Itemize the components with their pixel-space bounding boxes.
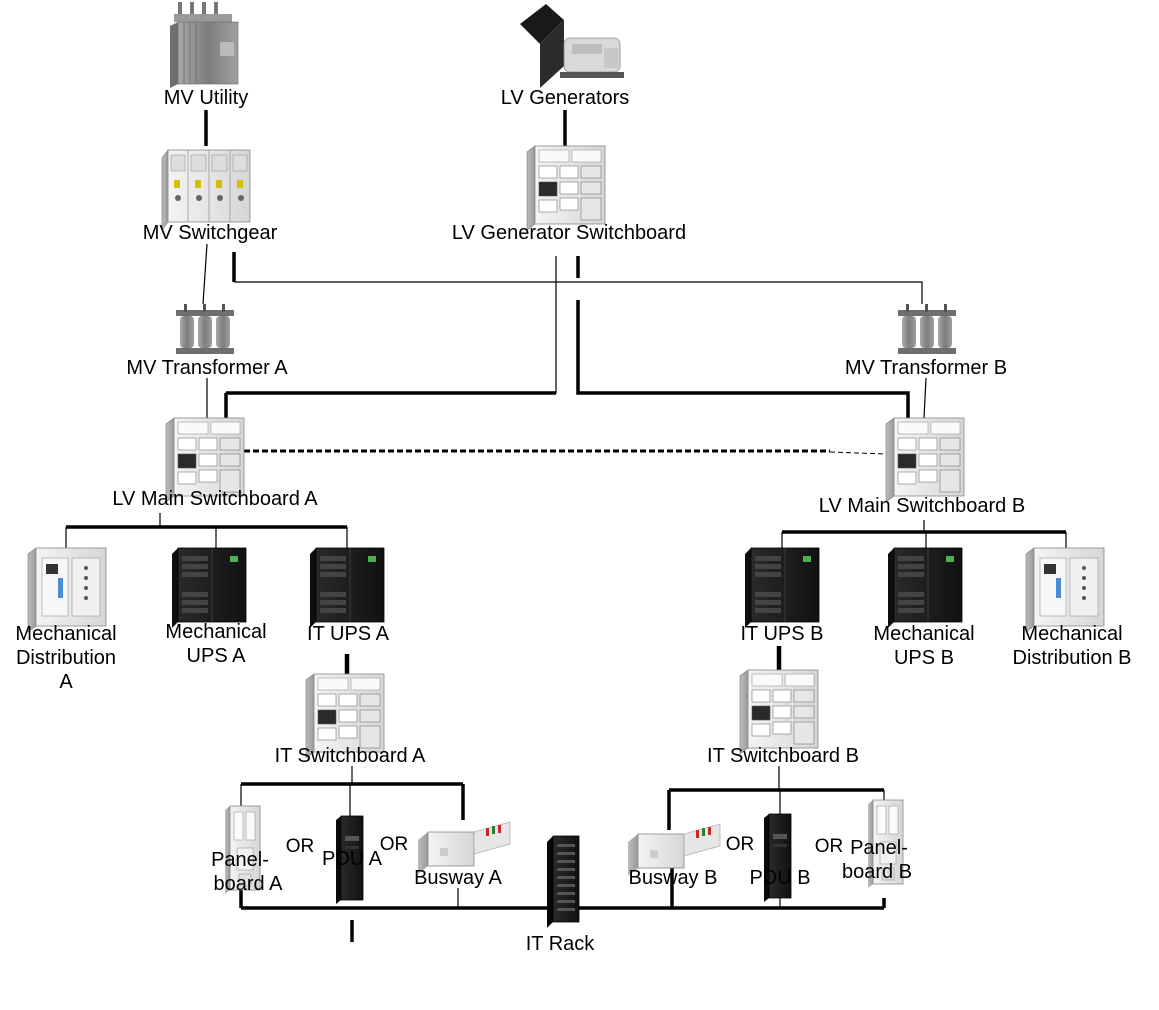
busway-a-node: Busway A [414, 821, 511, 889]
lv-main-switchboard-a-node: LV Main Switchboard A [112, 417, 318, 510]
busway-b-label: Busway B [629, 867, 718, 889]
ups-icon [744, 547, 820, 629]
switchboard-icon [739, 669, 819, 755]
it-rack-label: IT Rack [526, 933, 596, 955]
pdu-b-label: PDU B [749, 867, 810, 889]
mechanical-ups-a-line-2: UPS A [187, 645, 247, 667]
ups-icon [887, 547, 963, 629]
mechanical-ups-b-line-1: Mechanical [873, 623, 974, 645]
wire-transformer-b-main-b [923, 377, 927, 419]
mv-transformer-a-node: MV Transformer A [126, 304, 288, 379]
mv-utility-node: MV Utility [164, 1, 248, 109]
switchboard-icon [526, 145, 606, 231]
wire-ring-transformer-b [234, 281, 923, 304]
panelboard-b-line-2: board B [842, 861, 912, 883]
it-ups-b-node: IT UPS B [741, 547, 824, 645]
it-ups-b-label: IT UPS B [741, 623, 824, 645]
mv-switchgear-node: MV Switchgear [143, 149, 278, 244]
it-switchboard-b-node: IT Switchboard B [707, 669, 859, 767]
panelboard-a-node: Panel- board A [211, 805, 284, 895]
pdu-a-label: PDU A [322, 848, 383, 870]
lv-generators-label: LV Generators [501, 87, 630, 109]
mechanical-ups-b-node: Mechanical UPS B [873, 547, 975, 669]
mv-transformer-b-label: MV Transformer B [845, 357, 1007, 379]
busway-a-label: Busway A [414, 867, 502, 889]
transformer-icon [169, 1, 239, 89]
server-rack-icon [546, 835, 580, 929]
panelboard-a-line-1: Panel- [211, 849, 269, 871]
panelboard-a-line-2: board A [214, 873, 284, 895]
or-label: OR [380, 834, 409, 855]
ups-icon [171, 547, 247, 629]
or-label: OR [726, 834, 755, 855]
mechanical-ups-a-line-1: Mechanical [165, 621, 266, 643]
switchgear-icon [161, 149, 251, 231]
it-switchboard-a-label: IT Switchboard A [275, 745, 426, 767]
mechanical-distribution-b-node: Mechanical Distribution B [1013, 547, 1132, 669]
generator-icon [519, 3, 625, 89]
it-switchboard-b-label: IT Switchboard B [707, 745, 859, 767]
mechanical-distribution-a-line-2: Distribution [16, 647, 116, 669]
mv-switchgear-label: MV Switchgear [143, 222, 278, 244]
mv-transformer-a-label: MV Transformer A [126, 357, 288, 379]
it-ups-a-node: IT UPS A [307, 547, 390, 645]
wire-switchgear-transformer-a [202, 243, 208, 305]
lv-main-switchboard-b-label: LV Main Switchboard B [819, 495, 1025, 517]
or-label: OR [286, 836, 315, 857]
mechanical-ups-b-line-2: UPS B [894, 647, 954, 669]
transformer-icon [176, 304, 234, 354]
wire-genboard-main-b [576, 300, 910, 418]
wire-tie-dashed-end [829, 451, 887, 455]
it-rack-node: IT Rack [526, 835, 596, 955]
panelboard-b-line-1: Panel- [850, 837, 908, 859]
lv-main-switchboard-b-node: LV Main Switchboard B [819, 417, 1025, 517]
mechanical-distribution-b-line-1: Mechanical [1021, 623, 1122, 645]
panelboard-b-node: Panel- board B [842, 799, 912, 889]
pdu-b-node: PDU B [749, 813, 811, 903]
mechanical-distribution-a-line-1: Mechanical [15, 623, 116, 645]
it-ups-a-label: IT UPS A [307, 623, 390, 645]
distribution-panel-icon [1025, 547, 1105, 633]
lv-main-switchboard-a-label: LV Main Switchboard A [112, 488, 318, 510]
distribution-panel-icon [27, 547, 107, 633]
lv-generators-node: LV Generators [501, 3, 630, 109]
mechanical-ups-a-node: Mechanical UPS A [165, 547, 267, 667]
mechanical-distribution-a-node: Mechanical Distribution A [15, 547, 117, 693]
lv-generator-switchboard-node: LV Generator Switchboard [452, 145, 686, 244]
it-switchboard-a-node: IT Switchboard A [275, 673, 426, 767]
switchboard-icon [885, 417, 965, 503]
transformer-icon [898, 304, 956, 354]
or-label: OR [815, 836, 844, 857]
mv-utility-label: MV Utility [164, 87, 248, 109]
pdu-a-node: PDU A [322, 815, 383, 905]
ups-icon [309, 547, 385, 629]
mechanical-distribution-a-line-3: A [59, 671, 73, 693]
lv-generator-switchboard-label: LV Generator Switchboard [452, 222, 686, 244]
mechanical-distribution-b-line-2: Distribution B [1013, 647, 1132, 669]
busway-b-node: Busway B [627, 823, 721, 889]
mv-transformer-b-node: MV Transformer B [845, 304, 1007, 379]
